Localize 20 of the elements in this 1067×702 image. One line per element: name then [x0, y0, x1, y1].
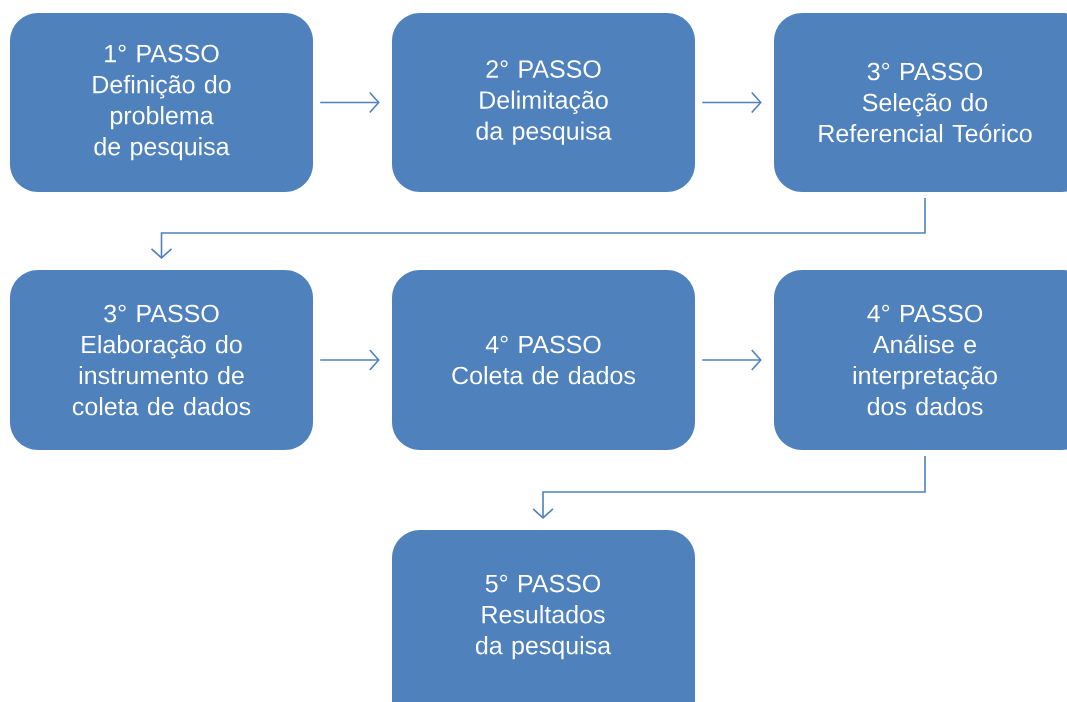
arrow [701, 91, 762, 114]
step-text: 4° PASSO Coleta de dados [452, 335, 635, 385]
arrow [150, 197, 926, 259]
arrow [532, 455, 926, 519]
process-box [392, 13, 695, 192]
step-text: 3° PASSO Seleção do Referencial Teórico [819, 62, 1032, 143]
step-text: 5° PASSO Resultados da pesquisa [475, 574, 612, 660]
step-text: 1° PASSO Definição do problema de pesquisa [93, 44, 231, 161]
step-text: 2° PASSO Delimitação da pesquisa [476, 60, 612, 145]
step-text: 4° PASSO Análise e interpretação dos dados [853, 304, 997, 416]
step-text: 3° PASSO Elaboração do instrumento de coleta de dados [72, 304, 251, 416]
arrow [319, 91, 380, 114]
process-box [10, 13, 313, 192]
process-box [774, 270, 1067, 450]
process-box [392, 530, 695, 702]
arrow [701, 349, 762, 371]
process-box [392, 270, 695, 450]
arrow [319, 349, 380, 371]
process-box [774, 13, 1067, 192]
process-box [10, 270, 313, 450]
